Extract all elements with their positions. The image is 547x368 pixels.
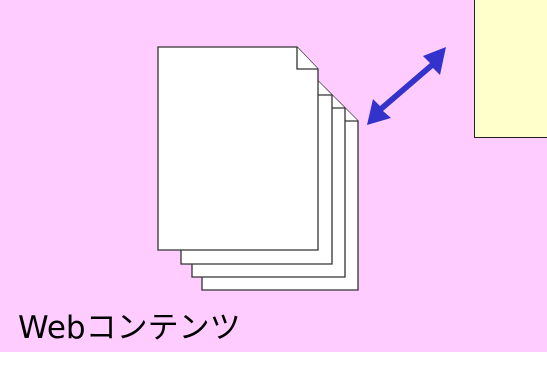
side-panel-box bbox=[474, 0, 547, 138]
document-page-1 bbox=[157, 46, 319, 251]
double-arrow-icon bbox=[367, 47, 446, 125]
document-stack-icon bbox=[157, 46, 359, 291]
web-content-label: Webコンテンツ bbox=[18, 310, 241, 346]
